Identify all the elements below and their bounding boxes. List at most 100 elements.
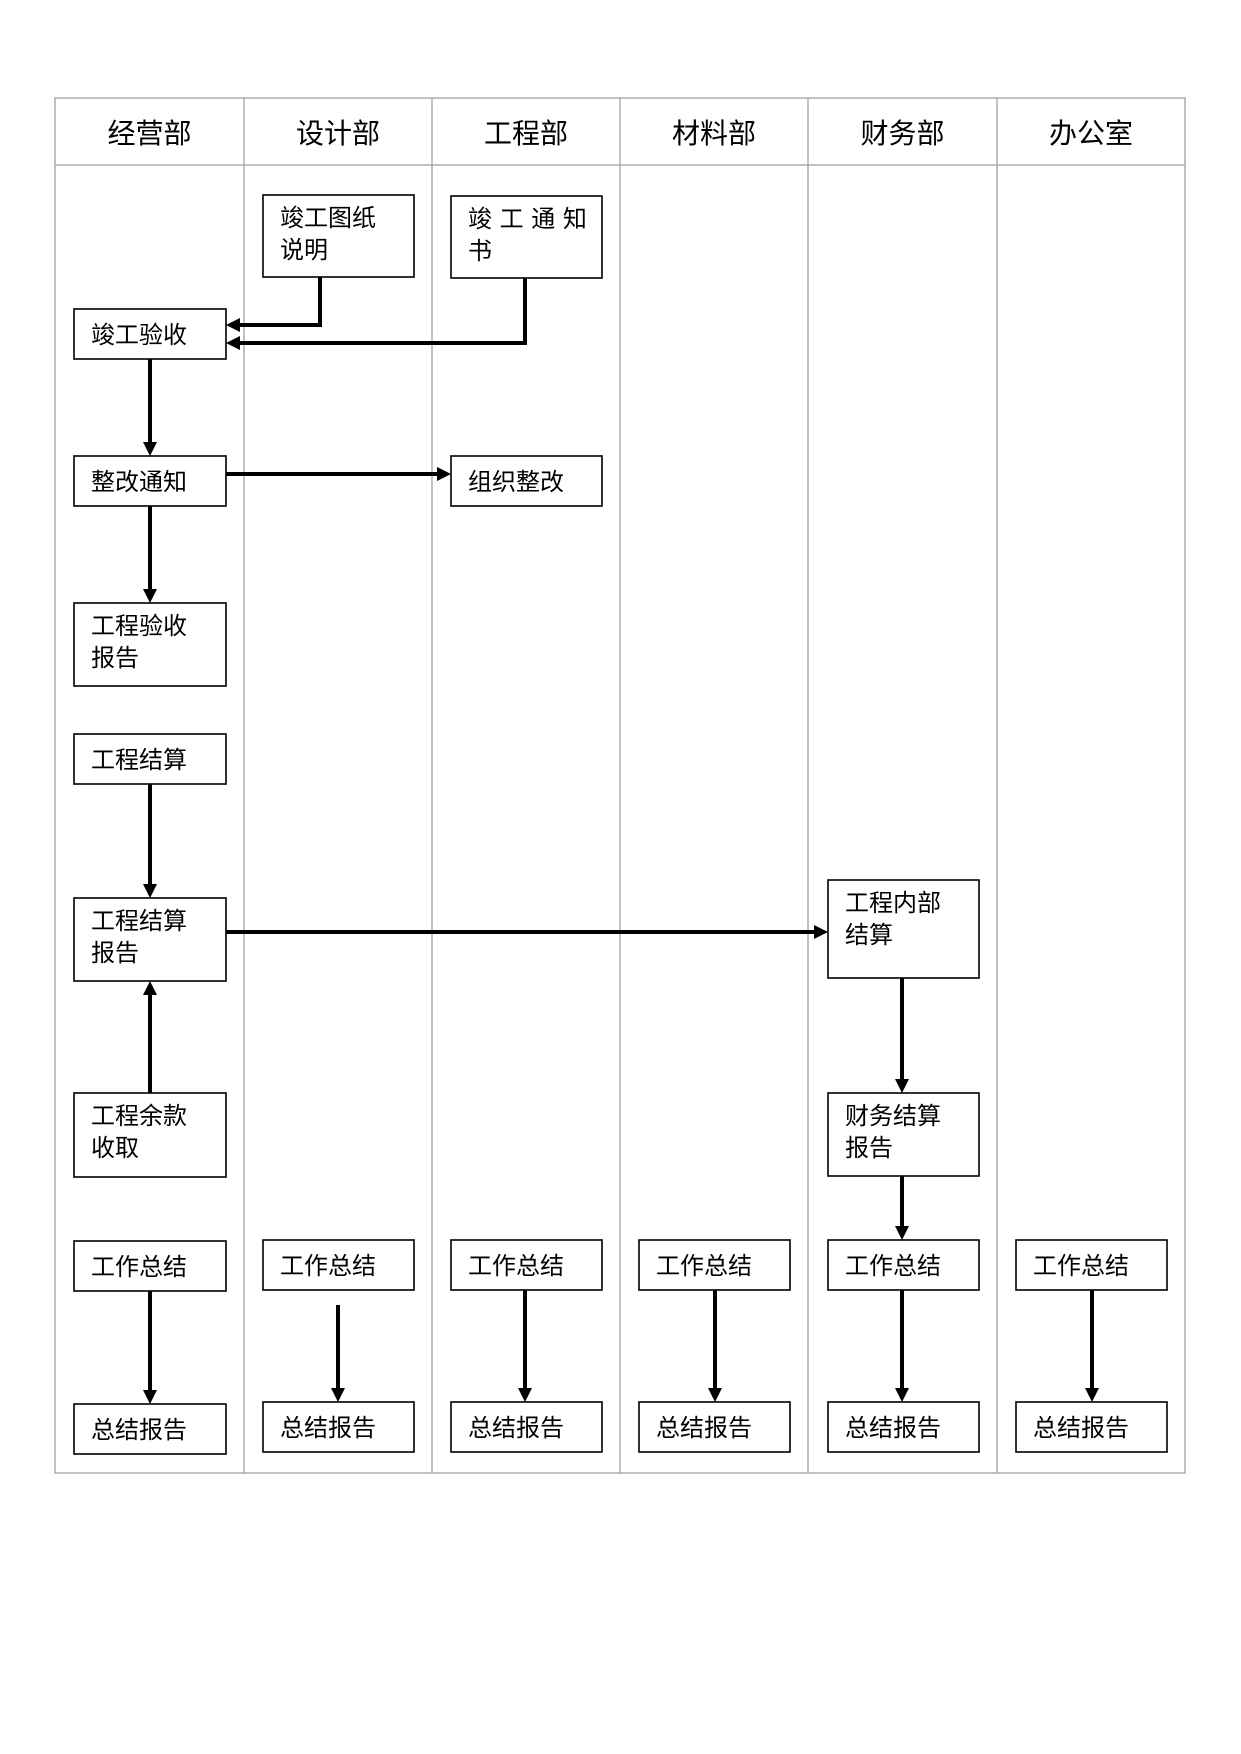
node-box (1015, 1401, 1168, 1453)
node-box (638, 1401, 791, 1453)
edge-zongjie_bangongshi-to-baogao_bangongshi (1085, 1290, 1099, 1402)
node-box (262, 194, 415, 278)
edge-jg_yanshou-to-zhenggai_tongzhi (143, 359, 157, 456)
node-label: 工作总结 (656, 1252, 752, 1280)
edge-line (240, 278, 527, 345)
node-box (827, 1401, 980, 1453)
node-box (73, 1240, 227, 1292)
edge-gc_yukuan-to-gc_jiesuan_baogao (143, 981, 157, 1093)
node-box (450, 195, 603, 279)
arrowhead (143, 1390, 157, 1404)
node-box (450, 1239, 603, 1291)
node-label: 工程结算 (91, 746, 187, 774)
lane-header-sheji: 设计部 (296, 117, 380, 150)
node-box (1015, 1239, 1168, 1291)
node-label: 工作总结 (280, 1252, 376, 1280)
edge-jg_tuzhi-to-jg_yanshou (226, 277, 322, 332)
node-baogao_bangongshi: 总结报告 (1015, 1401, 1168, 1453)
lane-header-bangongshi: 办公室 (1049, 117, 1133, 150)
arrowhead (895, 1079, 909, 1093)
node-box (73, 455, 227, 507)
node-label: 总结报告 (1033, 1414, 1129, 1442)
node-zongjie_jingying: 工作总结 (73, 1240, 227, 1292)
arrowhead (143, 884, 157, 898)
lane-grid (54, 97, 1186, 1474)
node-label: 竣工验收 (91, 321, 187, 349)
node-box (827, 1092, 980, 1177)
arrowhead (226, 336, 240, 350)
node-box (450, 455, 603, 507)
edge-line (240, 277, 322, 327)
node-label: 组织整改 (468, 468, 564, 496)
node-box (262, 1239, 415, 1291)
lane-header-gongcheng: 工程部 (484, 117, 568, 150)
edge-zhenggai_tongzhi-to-gc_yanshou_baogao (143, 506, 157, 603)
edge-gc_jiesuan_baogao-to-gc_neibu_jiesuan (226, 925, 828, 939)
edge-gc_neibu_jiesuan-to-cw_jiesuan_baogao (895, 978, 909, 1093)
arrowhead (895, 1226, 909, 1240)
arrowhead (437, 467, 451, 481)
node-jg_yanshou: 竣工验收 (73, 308, 227, 360)
arrowhead (143, 589, 157, 603)
lane-header-jingying: 经营部 (107, 117, 191, 150)
node-label: 竣 工 通 知 (468, 205, 587, 233)
node-label: 结算 (845, 921, 893, 949)
edge-jg_tongzhishu-to-jg_yanshou (226, 278, 527, 350)
edge-zhenggai_tongzhi-to-zuzhi_zhenggai (226, 467, 451, 481)
node-label: 说明 (280, 236, 328, 264)
node-label: 整改通知 (91, 468, 187, 496)
node-label: 工作总结 (845, 1252, 941, 1280)
edge-zongjie_gongcheng-to-baogao_gongcheng (518, 1290, 532, 1402)
node-label: 总结报告 (280, 1414, 376, 1442)
node-zongjie_gongcheng: 工作总结 (450, 1239, 603, 1291)
node-box (450, 1401, 603, 1453)
node-box (73, 733, 227, 785)
node-box (73, 897, 227, 982)
node-box (827, 879, 980, 979)
node-box (73, 602, 227, 687)
node-baogao_caiwu: 总结报告 (827, 1401, 980, 1453)
lane-headers: 经营部 设计部 工程部 材料部 财务部 办公室 (107, 117, 1133, 150)
edge-gc_jiesuan-to-gc_jiesuan_baogao (143, 784, 157, 898)
node-jg_tongzhishu: 竣 工 通 知书 (450, 195, 603, 279)
arrowhead (708, 1388, 722, 1402)
edge-zongjie_jingying-to-baogao_jingying (143, 1291, 157, 1404)
node-label: 总结报告 (468, 1414, 564, 1442)
edge-cw_jiesuan_baogao-to-zongjie_caiwu (895, 1176, 909, 1240)
node-label: 总结报告 (91, 1416, 187, 1444)
arrowhead (814, 925, 828, 939)
node-label: 总结报告 (656, 1414, 752, 1442)
node-label: 工程内部 (845, 889, 941, 917)
node-box (262, 1401, 415, 1453)
node-zongjie_caiwu: 工作总结 (827, 1239, 980, 1291)
node-label: 工程结算 (91, 907, 187, 935)
lane-header-caiwu: 财务部 (860, 117, 944, 150)
node-label: 报告 (91, 939, 139, 967)
arrowhead (331, 1388, 345, 1402)
lane-header-cailiao: 材料部 (672, 117, 756, 150)
edge-zongjie_cailiao-to-baogao_cailiao (708, 1290, 722, 1402)
node-label: 工作总结 (1033, 1252, 1129, 1280)
node-label: 总结报告 (845, 1414, 941, 1442)
arrowhead (226, 318, 240, 332)
node-baogao_jingying: 总结报告 (73, 1403, 227, 1455)
node-label: 财务结算 (845, 1102, 941, 1130)
node-label: 报告 (845, 1134, 893, 1162)
node-box (73, 1403, 227, 1455)
node-label: 书 (468, 237, 492, 265)
node-box (638, 1239, 791, 1291)
flow-nodes: 竣工图纸说明竣 工 通 知书竣工验收整改通知组织整改工程验收报告工程结算工程结算… (73, 194, 1168, 1455)
arrowhead (143, 981, 157, 995)
node-box (73, 1092, 227, 1178)
node-label: 工作总结 (91, 1253, 187, 1281)
arrowhead (895, 1388, 909, 1402)
node-box (73, 308, 227, 360)
node-label: 收取 (91, 1134, 139, 1162)
node-box (827, 1239, 980, 1291)
node-gc_jiesuan: 工程结算 (73, 733, 227, 785)
